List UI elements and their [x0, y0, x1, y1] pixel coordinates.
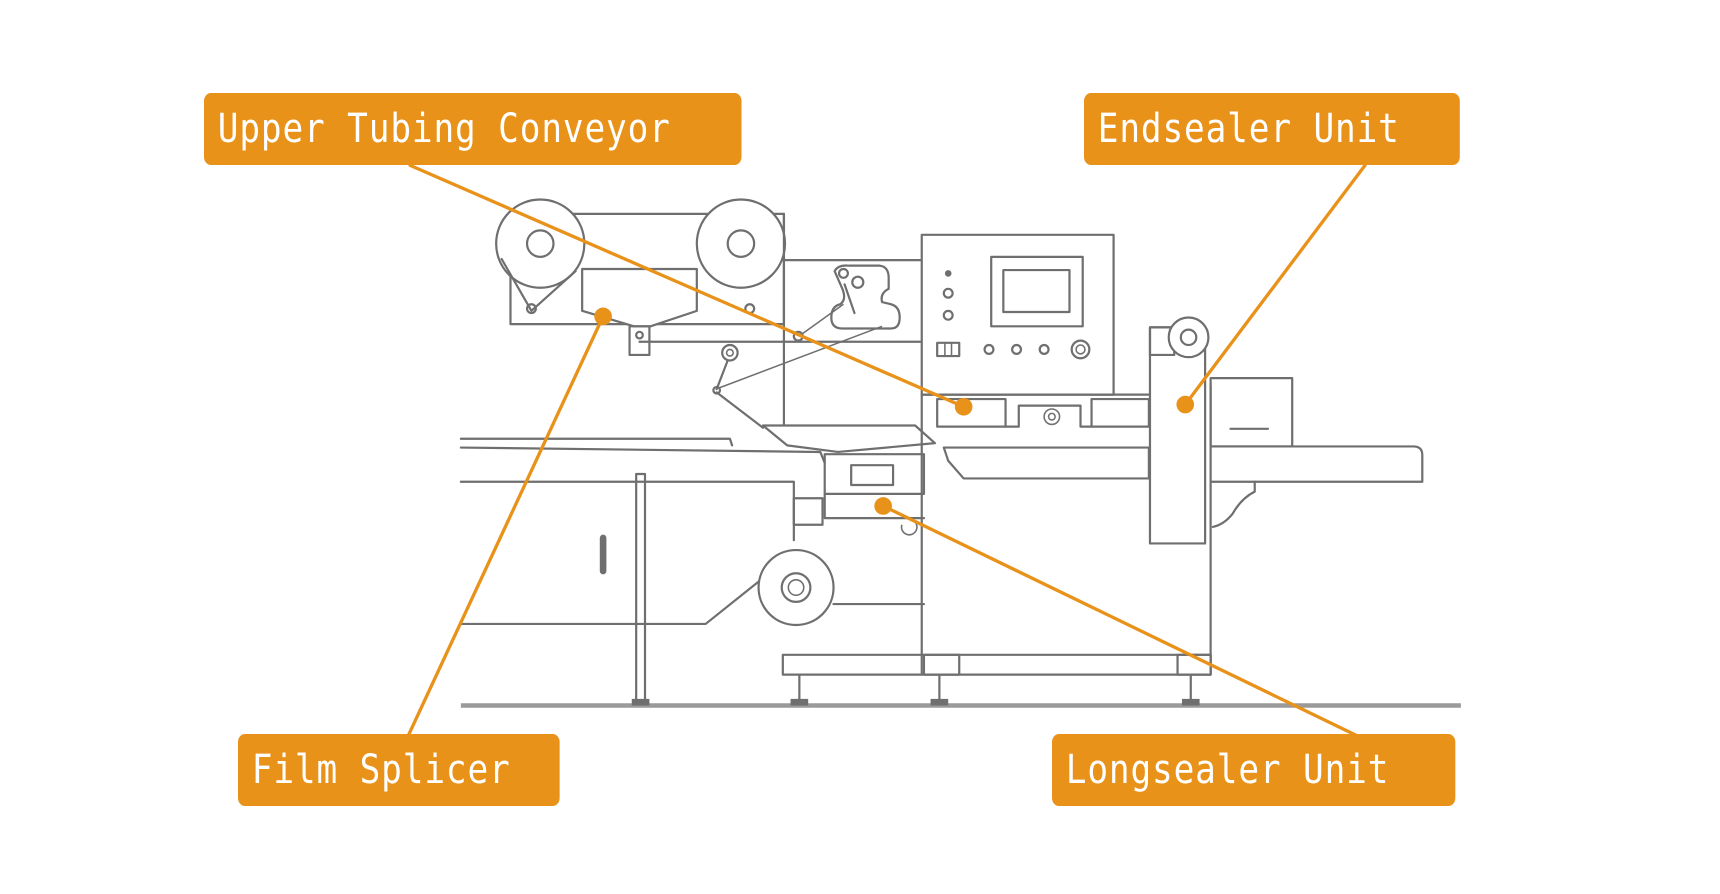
outfeed-conveyor	[1209, 377, 1424, 529]
film-roll-left-hub	[525, 229, 555, 258]
film-web-a	[800, 303, 844, 336]
infeed-bracket	[792, 497, 824, 526]
longseal-lower-box	[823, 492, 926, 520]
film-roll-right	[695, 198, 787, 289]
dancer-arm	[843, 283, 856, 315]
anchor-dot-upper-tubing	[954, 397, 973, 416]
callout-label: Film Splicer	[251, 747, 511, 793]
indicator-light	[944, 270, 952, 277]
outfeed-belt	[1209, 445, 1424, 483]
main-body	[920, 233, 1212, 676]
drive-wheel-hub	[780, 572, 812, 603]
panel-button-4	[1011, 343, 1023, 355]
infeed-foot	[631, 698, 650, 706]
anchor-dot-endsealer	[1176, 395, 1195, 414]
roll-arm-pivot	[525, 303, 537, 315]
outfeed-plate-left	[942, 446, 1150, 480]
anchor-dot-longsealer	[874, 497, 892, 515]
infeed-conveyor	[459, 437, 926, 706]
endsealer-roller-hub	[1179, 328, 1198, 347]
dancer-roller-b	[851, 275, 865, 289]
film-roll-section	[495, 198, 922, 357]
gear-roller-hub	[725, 348, 734, 357]
film-web-b	[718, 325, 883, 389]
outfeed-bracket	[1211, 480, 1256, 529]
longseal-window	[850, 464, 895, 487]
leader-longsealer	[881, 504, 1361, 739]
dancer-roller-a	[837, 267, 849, 279]
callout-upper-tubing-conveyor: Upper Tubing Conveyor	[204, 93, 742, 165]
callout-longsealer-unit: Longsealer Unit	[1052, 734, 1456, 806]
infeed-body-top	[459, 480, 795, 542]
film-path-section	[712, 212, 937, 454]
callout-endsealer-unit: Endsealer Unit	[1084, 93, 1460, 165]
roll-arm	[500, 257, 577, 312]
splicer-bracket	[628, 325, 651, 357]
leader-upper-tubing	[408, 163, 966, 409]
film-roll-right-hub	[726, 229, 756, 258]
gear-arm	[715, 359, 729, 391]
leader-film-splicer	[406, 314, 605, 739]
infeed-lower-rail	[459, 446, 826, 465]
emergency-stop	[1070, 339, 1091, 360]
touch-screen	[1002, 268, 1071, 314]
gear-roller	[721, 343, 739, 362]
panel-button-3	[983, 343, 995, 355]
callout-label: Upper Tubing Conveyor	[217, 106, 671, 152]
drive-wheel	[757, 548, 835, 627]
former-plate	[761, 424, 937, 454]
callout-label: Endsealer Unit	[1097, 106, 1400, 152]
leader-endsealer	[1183, 163, 1367, 407]
dancer-plate	[830, 264, 901, 330]
cutter-box-right	[1090, 397, 1150, 428]
panel-switch	[936, 341, 961, 358]
drive-wheel-bolt	[787, 579, 805, 597]
longseal-upper-box	[823, 453, 926, 495]
infeed-leg	[635, 472, 647, 705]
callout-label: Longsealer Unit	[1065, 747, 1390, 793]
panel-button-1	[942, 287, 954, 299]
callout-leaders	[406, 163, 1367, 739]
infeed-body-bottom	[459, 578, 762, 626]
infeed-handle	[599, 534, 607, 575]
base-frame	[781, 653, 1212, 676]
callout-film-splicer: Film Splicer	[238, 734, 560, 806]
outfeed-cover	[1209, 377, 1294, 448]
cutter-housing	[1004, 404, 1093, 428]
cutter-gear	[1043, 408, 1061, 426]
base-block-mid	[922, 653, 961, 676]
control-panel	[920, 233, 1115, 396]
film-roll-left	[495, 198, 586, 289]
anchor-dot-film-splicer	[594, 307, 612, 326]
endsealer-column	[1148, 316, 1210, 545]
panel-button-5	[1038, 343, 1050, 355]
longseal-section	[823, 453, 926, 536]
panel-button-2	[942, 309, 954, 321]
display-bezel	[990, 255, 1084, 328]
splicer-bolt	[635, 330, 644, 340]
machine-base	[781, 653, 1212, 706]
leveling-feet	[790, 673, 1200, 706]
infeed-top-rail	[459, 437, 734, 447]
endsealer-body	[1148, 326, 1207, 545]
endsealer-roller	[1167, 316, 1210, 359]
former-guide	[715, 391, 765, 429]
cutter-box-left	[936, 397, 1007, 428]
